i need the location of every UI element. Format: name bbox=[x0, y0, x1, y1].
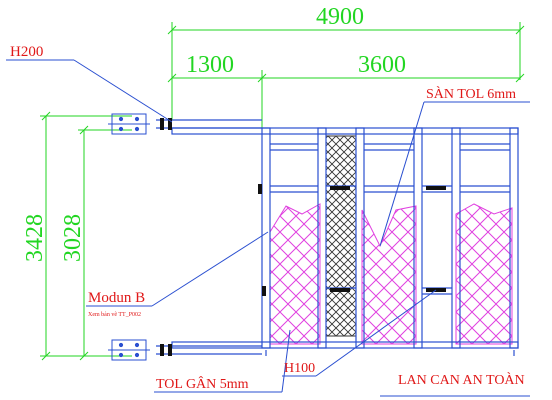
dim-total-width: 4900 bbox=[316, 4, 364, 30]
label-module-ref: Xem bản vẽ TT_P002 bbox=[88, 312, 141, 318]
dim-inner-height: 3028 bbox=[60, 214, 86, 262]
dim-left-span: 1300 bbox=[186, 52, 234, 78]
leader-lines bbox=[6, 59, 530, 397]
left-dimensions bbox=[40, 111, 132, 361]
label-ribbed-plate: TOL GÂN 5mm bbox=[156, 375, 249, 392]
dim-outer-height: 3428 bbox=[22, 214, 48, 262]
label-h100: H100 bbox=[284, 361, 315, 376]
label-deck-plate: SÀN TOL 6mm bbox=[426, 85, 516, 102]
dim-right-span: 3600 bbox=[358, 52, 406, 78]
label-safety-rail: LAN CAN AN TOÀN bbox=[398, 371, 525, 388]
label-h200: H200 bbox=[10, 44, 43, 60]
center-grating-hatch bbox=[325, 135, 357, 337]
base-plate-top bbox=[108, 113, 172, 135]
steel-frame bbox=[156, 119, 519, 356]
top-dimensions bbox=[167, 22, 525, 130]
ribbed-plate-hatch bbox=[269, 203, 513, 345]
base-plate-bottom bbox=[108, 339, 172, 361]
label-module: Modun B bbox=[88, 290, 145, 306]
